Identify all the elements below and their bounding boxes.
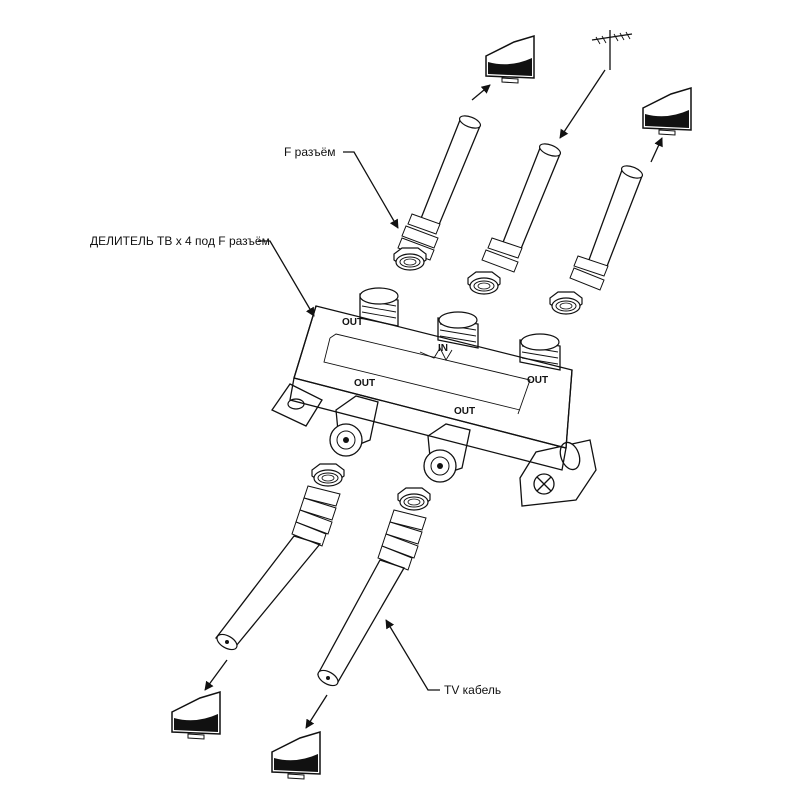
- callout-cable: TV кабель: [385, 619, 501, 697]
- tv-cable-bottom-left: [214, 463, 345, 651]
- callout-connector: F разъём: [284, 145, 399, 229]
- tv-icon: [642, 87, 692, 136]
- port-label-in: IN: [438, 343, 448, 354]
- signal-arrow: [204, 659, 228, 691]
- port-label-out: OUT: [527, 375, 548, 386]
- tv-cable-top-right: [549, 165, 644, 315]
- splitter-port-top-middle: [437, 311, 479, 349]
- splitter-port-top-right: [519, 333, 561, 371]
- splitter-body: [271, 305, 597, 507]
- splitter-port-front-right: [423, 423, 471, 483]
- splitter-port-top-left: [359, 287, 399, 327]
- cable-label: TV кабель: [444, 683, 501, 697]
- signal-arrow: [650, 137, 663, 163]
- tv-icon: [271, 731, 321, 780]
- port-label-out: OUT: [454, 406, 475, 417]
- port-label-out: OUT: [354, 378, 375, 389]
- tv-cable-bottom-right: [317, 487, 431, 687]
- tv-icon: [485, 35, 535, 84]
- callout-splitter: ДЕЛИТЕЛЬ ТВ х 4 под F разъём: [90, 234, 315, 317]
- tv-cable-top-middle: [467, 143, 562, 295]
- signal-arrow: [471, 84, 491, 101]
- antenna-icon: [591, 30, 633, 70]
- tv-cable-top-left: [393, 115, 482, 271]
- connector-label: F разъём: [284, 145, 336, 159]
- splitter-label: ДЕЛИТЕЛЬ ТВ х 4 под F разъём: [90, 234, 270, 248]
- signal-arrow: [559, 69, 606, 139]
- splitter-port-front-left: [329, 395, 379, 457]
- port-label-out: OUT: [342, 317, 363, 328]
- tv-icon: [171, 691, 221, 740]
- signal-arrow: [305, 694, 328, 729]
